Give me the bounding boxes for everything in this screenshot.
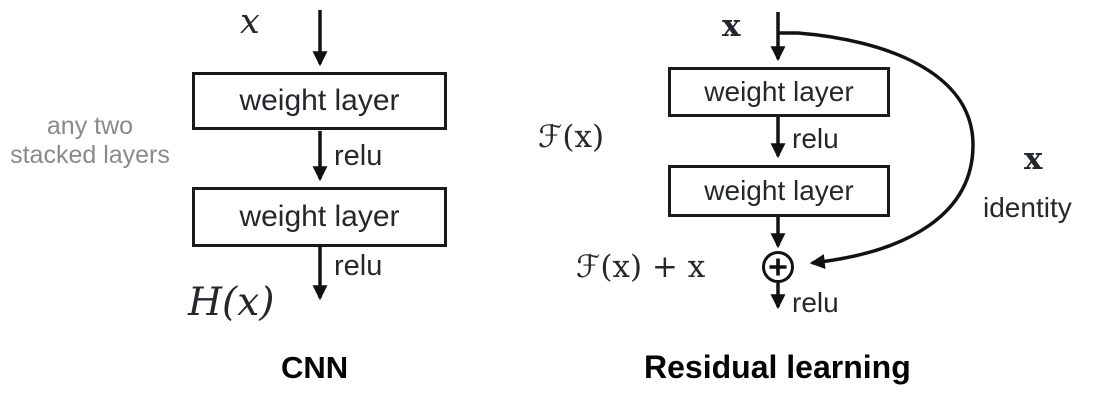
cnn-side-note-line2: stacked layers <box>10 141 170 169</box>
res-relu-label-2: relu <box>792 287 839 318</box>
identity-shortcut-curve <box>779 31 975 270</box>
res-input-label: x <box>722 8 741 44</box>
cnn-relu-label-2: relu <box>334 250 383 282</box>
res-weight-layer-label-1: weight layer <box>704 76 854 107</box>
cnn-input-label: x <box>240 2 260 42</box>
identity-x-label: x <box>1024 141 1043 177</box>
cnn-side-note-line1: any two <box>46 112 134 140</box>
res-weight-layer-box-1: weight layer <box>668 67 890 117</box>
res-relu-label-1: relu <box>792 123 839 154</box>
cnn-relu-label-1: relu <box>334 140 383 172</box>
cnn-side-note: any two stacked layers <box>0 112 180 170</box>
res-weight-layer-box-2: weight layer <box>668 165 890 217</box>
res-sum-label: ℱ(x) + x <box>576 249 706 285</box>
cnn-weight-layer-label-2: weight layer <box>239 200 400 233</box>
cnn-output-label: H(x) <box>188 280 275 325</box>
residual-caption: Residual learning <box>644 349 911 385</box>
identity-label: identity <box>983 192 1072 223</box>
cnn-caption: CNN <box>281 350 349 385</box>
cnn-weight-layer-box-2: weight layer <box>192 187 447 247</box>
plus-circle-icon <box>762 251 794 283</box>
cnn-weight-layer-box-1: weight layer <box>192 72 447 130</box>
cnn-weight-layer-label-1: weight layer <box>239 84 400 117</box>
res-weight-layer-label-2: weight layer <box>704 175 854 206</box>
res-function-label: ℱ(x) <box>538 119 605 155</box>
